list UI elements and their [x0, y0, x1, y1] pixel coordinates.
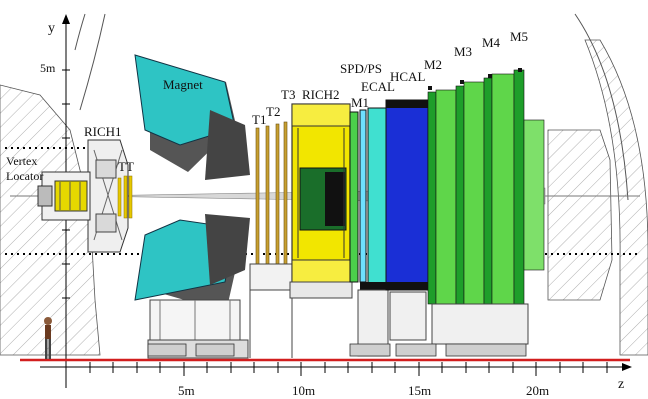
t2-label: T2 — [266, 104, 281, 119]
muon-stations — [427, 68, 545, 345]
z-tick-label: 10m — [292, 383, 316, 398]
z-tick-label: 15m — [408, 383, 432, 398]
rich2-label: RICH2 — [302, 87, 340, 102]
rich1-detector — [87, 139, 129, 253]
vertex-locator-label: Vertex Locator — [6, 154, 44, 183]
z-axis — [40, 362, 632, 376]
hcal-detector — [385, 99, 429, 341]
ecal-detector — [357, 107, 389, 357]
spd-ps-label: SPD/PS — [340, 61, 382, 76]
m1-detector — [349, 111, 359, 283]
magnet-detector — [134, 54, 250, 359]
z-axis-label: z — [618, 377, 625, 392]
ecal-label: ECAL — [361, 79, 395, 94]
z-tick-label: 5m — [178, 383, 195, 398]
m1-label: M1 — [351, 95, 370, 110]
magnet-label: Magnet — [163, 77, 203, 92]
vertex-locator-detector — [37, 171, 91, 221]
tracker-stations — [249, 121, 293, 358]
y-tick-label: 5m — [40, 61, 56, 75]
support-structures — [147, 343, 527, 357]
cavern-wall-right — [547, 39, 648, 356]
rich2-detector — [289, 103, 353, 299]
m5-label: M5 — [510, 29, 529, 44]
hcal-label: HCAL — [390, 69, 426, 84]
cavern-arch-right — [574, 13, 629, 201]
t3-label: T3 — [281, 87, 296, 102]
tt-detector — [117, 175, 133, 219]
m3-label: M3 — [454, 44, 473, 59]
m4-label: M4 — [482, 35, 501, 50]
person-figure — [44, 317, 52, 359]
rich1-label: RICH1 — [84, 124, 122, 139]
tt-label: TT — [118, 159, 134, 174]
t1-label: T1 — [252, 112, 267, 127]
y-axis-label: y — [48, 21, 55, 36]
z-tick-label: 20m — [526, 383, 550, 398]
cavern-arch-outline — [74, 13, 106, 111]
m2-label: M2 — [424, 57, 443, 72]
